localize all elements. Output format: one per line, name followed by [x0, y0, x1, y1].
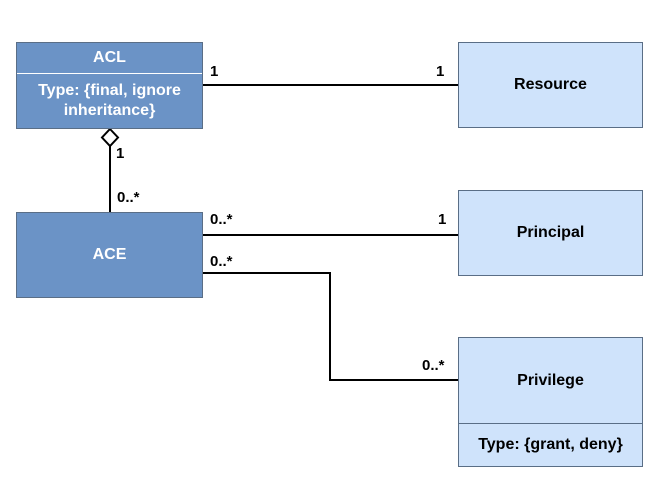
class-resource-name: Resource	[514, 76, 587, 93]
multiplicity-acl-resource-resource-end: 1	[436, 63, 445, 80]
class-ace[interactable]: ACE	[16, 212, 203, 298]
class-acl[interactable]: ACL Type: {final, ignore inheritance}	[16, 42, 203, 129]
class-acl-name: ACL	[93, 49, 126, 66]
multiplicity-ace-privilege-privilege-end: 0..*	[422, 357, 445, 374]
class-ace-name: ACE	[92, 246, 127, 263]
class-privilege[interactable]: Privilege Type: {grant, deny}	[458, 337, 643, 467]
multiplicity-ace-principal-ace-end: 0..*	[210, 211, 233, 228]
multiplicity-acl-ace-acl-end: 1	[116, 145, 125, 162]
multiplicity-ace-privilege-ace-end: 0..*	[210, 253, 233, 270]
multiplicity-acl-ace-ace-end: 0..*	[117, 189, 140, 206]
multiplicity-ace-principal-principal-end: 1	[438, 211, 447, 228]
multiplicity-acl-resource-acl-end: 1	[210, 63, 219, 80]
class-privilege-name: Privilege	[517, 371, 584, 389]
class-principal[interactable]: Principal	[458, 190, 643, 276]
class-privilege-attribute: Type: {grant, deny}	[459, 423, 642, 466]
class-principal-name: Principal	[516, 224, 585, 241]
ace-privilege-association	[203, 272, 458, 381]
class-acl-attribute: Type: {final, ignore inheritance}	[17, 73, 202, 128]
aggregation-diamond-icon	[100, 127, 120, 148]
class-resource[interactable]: Resource	[458, 42, 643, 128]
